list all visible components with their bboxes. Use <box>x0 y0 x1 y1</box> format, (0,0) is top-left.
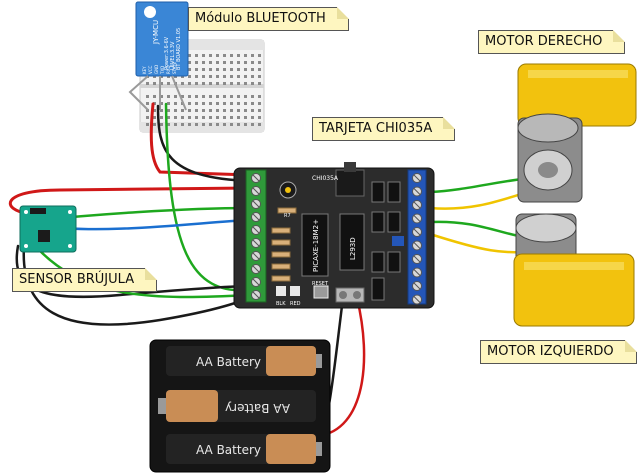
label-bluetooth: Módulo BLUETOOTH <box>188 7 349 31</box>
bt-pin-txd: TXD <box>160 66 165 75</box>
board-led-blk: BLK <box>276 301 286 307</box>
left-terminal-block <box>245 169 267 303</box>
battery-2-label: AA Battery <box>225 401 290 415</box>
motor-left <box>513 213 635 327</box>
bt-pin-vcc: VCC <box>148 65 153 74</box>
board-led-red: RED <box>290 301 301 307</box>
bluetooth-module: JY-MCU Power:3.6-6V LEVEL:3.3V BT BOARD … <box>128 1 189 111</box>
bt-pin-rxd: RXD <box>166 65 171 74</box>
label-compass: SENSOR BRÚJULA <box>12 268 158 292</box>
right-terminal-block <box>407 169 427 305</box>
bt-level: LEVEL:3.3V <box>170 41 176 70</box>
chip-picaxe: PICAXE-18M2+ <box>312 219 320 272</box>
compass-sensor <box>19 205 77 253</box>
bt-pin-gnd: GND <box>154 65 159 74</box>
board-reset: RESET <box>312 281 329 287</box>
chip-l293d: L293D <box>349 237 357 260</box>
battery-holder: AA Battery AA Battery AA Battery <box>149 339 331 473</box>
label-motor-left: MOTOR IZQUIERDO <box>480 340 637 364</box>
board-resistor-label: R7 <box>284 213 291 219</box>
battery-1-label: AA Battery <box>196 355 261 369</box>
label-motor-right: MOTOR DERECHO <box>478 30 626 54</box>
board-name: CHI035A <box>312 175 339 182</box>
motor-right <box>517 63 637 203</box>
chi035a-board: PICAXE-18M2+ L293D <box>233 162 435 309</box>
battery-3-label: AA Battery <box>196 443 261 457</box>
battery-2: AA Battery <box>158 390 316 422</box>
bt-pin-labels: KEY VCC GND TXD RXD STATE <box>142 61 177 75</box>
battery-3: AA Battery <box>166 434 322 464</box>
bt-brand: JY-MCU <box>152 20 160 45</box>
bt-pin-state: STATE <box>172 61 177 74</box>
bt-pin-key: KEY <box>142 66 147 74</box>
label-card: TARJETA CHI035A <box>312 117 456 141</box>
battery-1: AA Battery <box>166 346 322 376</box>
bt-board-label: BT BOARD V1.05 <box>176 28 182 70</box>
bt-power: Power:3.6-6V <box>164 36 170 70</box>
